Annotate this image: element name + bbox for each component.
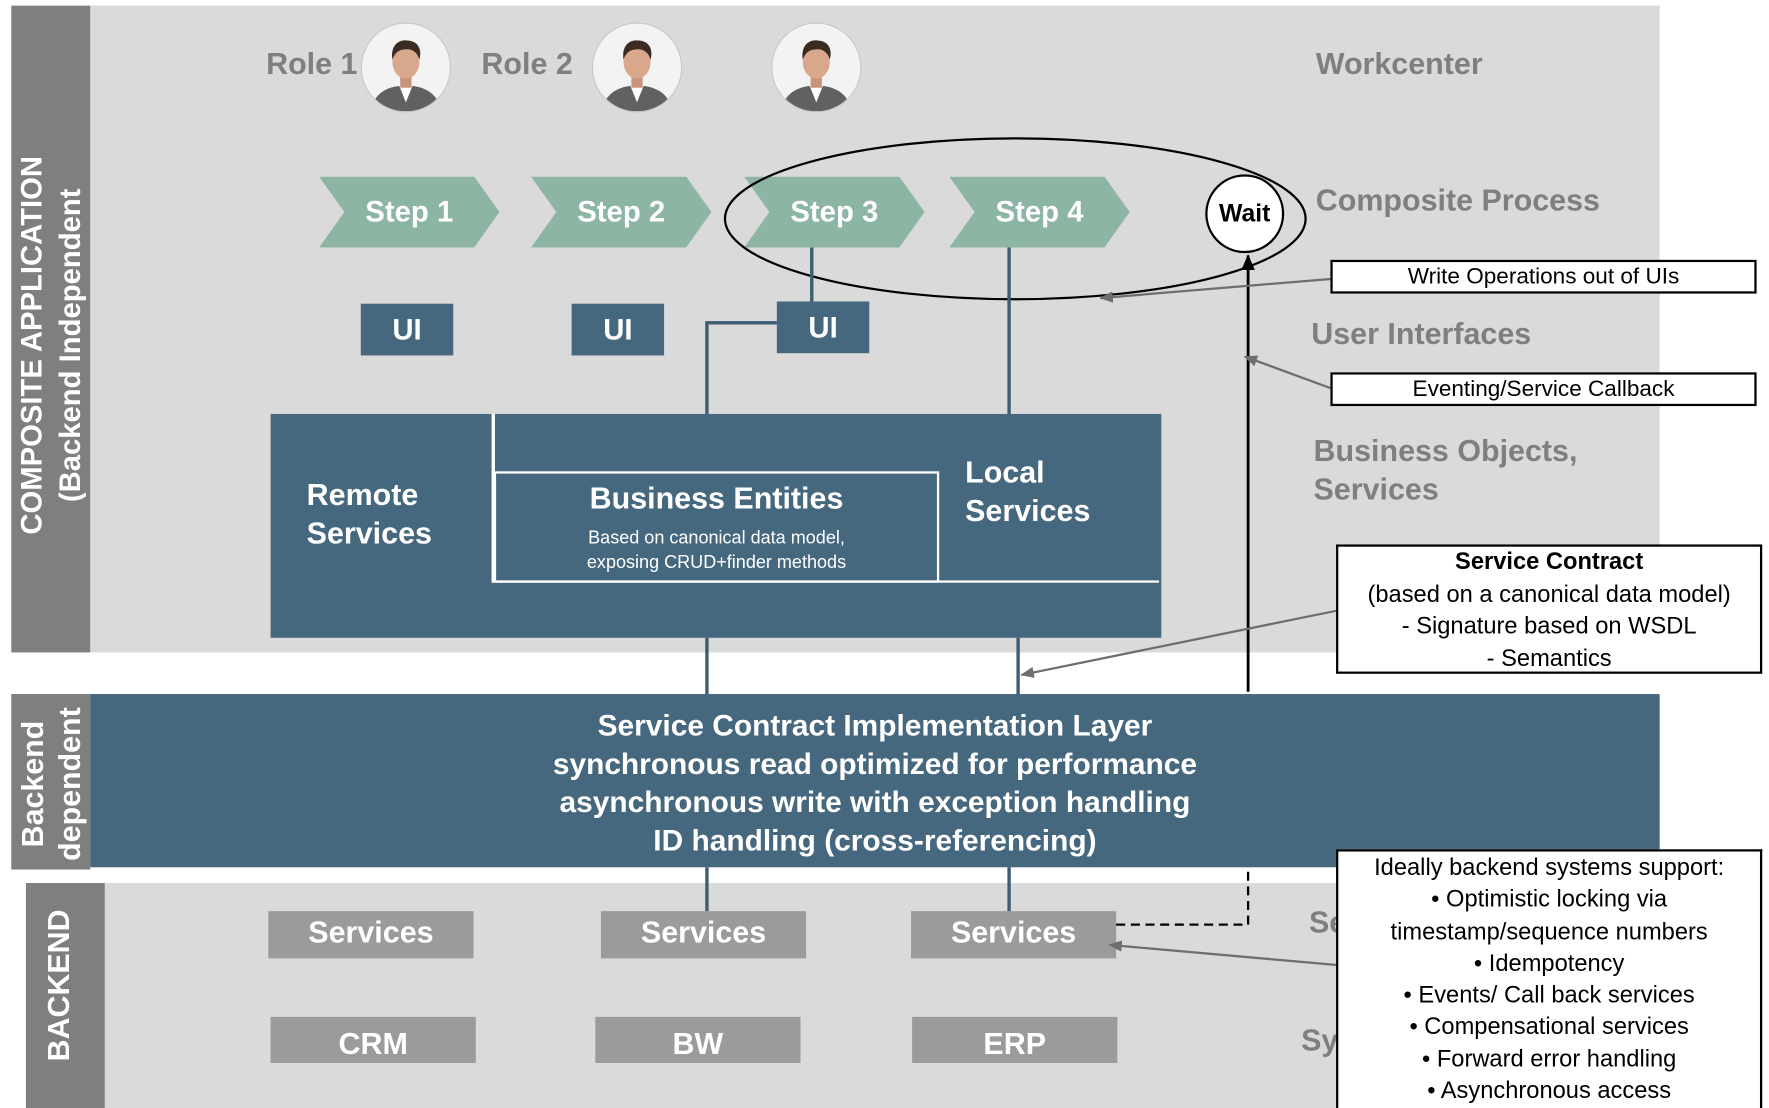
- business-objects-line-2: Services: [1313, 472, 1439, 507]
- implementation-layer-line-3: asynchronous write with exception handli…: [559, 785, 1191, 819]
- workcenter-label: Workcenter: [1315, 47, 1483, 81]
- backend-support-title: Ideally backend systems support:: [1374, 854, 1725, 881]
- local-services-line-2: Services: [965, 493, 1091, 528]
- process-step-4: Step 4: [949, 176, 1130, 248]
- wait-label: Wait: [1219, 199, 1271, 228]
- remote-services-divider: [491, 413, 495, 583]
- role-1-label: Role 1: [266, 47, 358, 81]
- business-objects-block: [270, 413, 1162, 638]
- write-operations-text: Write Operations out of UIs: [1407, 264, 1680, 290]
- business-entities-desc-line-2: exposing CRUD+finder methods: [586, 553, 847, 573]
- implementation-layer-band: [90, 694, 1660, 868]
- composite-application-title: COMPOSITE APPLICATION: [14, 156, 49, 535]
- avatar-role-2: [593, 23, 681, 112]
- business-entities-description: Based on canonical data model, exposing …: [496, 526, 937, 575]
- step-label: Step 3: [790, 194, 879, 229]
- wait-node: Wait: [1205, 174, 1285, 254]
- ui-label: UI: [808, 310, 838, 345]
- avatar-role-1: [361, 23, 450, 112]
- backend-dependent-line-1: Backend: [15, 720, 50, 848]
- business-objects-label: Business Objects, Services: [1314, 432, 1578, 508]
- backend-support-item: • Compensational services: [1409, 1014, 1689, 1040]
- eventing-text: Eventing/Service Callback: [1412, 376, 1675, 402]
- system-label: ERP: [983, 1027, 1047, 1061]
- step-label: Step 4: [995, 194, 1084, 229]
- system-box-bw: BW: [595, 1016, 801, 1064]
- ui-box-2: UI: [571, 303, 665, 356]
- backend-support-item: • Forward error handling: [1421, 1045, 1677, 1072]
- backend-dependent-line-2: dependent: [52, 707, 87, 861]
- local-services-label: Local Services: [965, 453, 1090, 529]
- services-label: Services: [950, 915, 1077, 950]
- backend-systems-partial-label: Sy: [1301, 1023, 1339, 1058]
- implementation-layer-line-4: ID handling (cross-referencing): [653, 823, 1097, 858]
- backend-support-item: timestamp/sequence numbers: [1390, 918, 1708, 945]
- composite-application-sidebar: [11, 5, 91, 653]
- backend-support-item: • Events/ Call back services: [1403, 982, 1695, 1009]
- backend-support-callout: Ideally backend systems support: • Optim…: [1336, 849, 1763, 1108]
- backend-services-box-1: Services: [268, 911, 474, 959]
- ui-box-3: UI: [776, 301, 870, 354]
- step-label: Step 2: [577, 194, 666, 229]
- local-services-line-1: Local: [965, 455, 1045, 490]
- backend-dependent-label: Backend dependent: [15, 694, 89, 874]
- service-contract-callout: Service Contract (based on a canonical d…: [1336, 544, 1763, 674]
- service-contract-line-2: - Signature based on WSDL: [1401, 613, 1697, 639]
- service-contract-title: Service Contract: [1455, 548, 1644, 575]
- system-box-crm: CRM: [270, 1016, 476, 1064]
- backend-services-box-2: Services: [600, 911, 807, 959]
- backend-label-text: BACKEND: [41, 909, 76, 1062]
- system-box-erp: ERP: [912, 1016, 1118, 1064]
- backend-dependent-sidebar: [11, 694, 91, 870]
- business-entities-box: Business Entities Based on canonical dat…: [493, 471, 940, 583]
- composite-application-label: COMPOSITE APPLICATION (Backend Independe…: [12, 87, 89, 604]
- backend-services-box-3: Services: [910, 911, 1117, 959]
- ui-box-1: UI: [360, 303, 454, 356]
- service-contract-line-3: - Semantics: [1486, 645, 1612, 671]
- system-label: BW: [672, 1027, 724, 1061]
- backend-sidebar: [25, 883, 105, 1108]
- business-entities-desc-line-1: Based on canonical data model,: [588, 528, 845, 548]
- remote-services-label: Remote Services: [307, 476, 432, 552]
- implementation-layer-text: Service Contract Implementation Layer sy…: [90, 694, 1659, 859]
- services-label: Services: [308, 915, 434, 950]
- role-2-label: Role 2: [481, 47, 573, 81]
- backend-support-item: • Idempotency: [1473, 950, 1625, 977]
- step-label: Step 1: [365, 194, 454, 229]
- services-label: Services: [640, 915, 767, 950]
- user-interfaces-label: User Interfaces: [1311, 317, 1532, 351]
- composite-process-label: Composite Process: [1315, 183, 1600, 218]
- ui-label: UI: [392, 312, 422, 347]
- backend-support-item: • Asynchronous access: [1427, 1077, 1672, 1104]
- implementation-layer-title: Service Contract Implementation Layer: [597, 708, 1153, 743]
- eventing-callout: Eventing/Service Callback: [1330, 372, 1757, 407]
- composite-application-subtitle: (Backend Independent: [52, 188, 87, 503]
- backend-support-item: • Optimistic locking via: [1431, 886, 1668, 913]
- backend-label: BACKEND: [39, 873, 77, 1098]
- remote-services-line-1: Remote: [306, 478, 419, 512]
- avatar-role-3: [772, 23, 861, 112]
- process-step-1: Step 1: [319, 176, 500, 248]
- ui-label: UI: [603, 312, 633, 347]
- business-entities-title: Business Entities: [589, 481, 844, 516]
- write-operations-callout: Write Operations out of UIs: [1330, 259, 1757, 294]
- process-step-2: Step 2: [531, 176, 712, 248]
- remote-services-line-2: Services: [306, 516, 432, 551]
- implementation-layer-line-2: synchronous read optimized for performan…: [552, 746, 1198, 781]
- business-objects-line-1: Business Objects,: [1313, 434, 1578, 468]
- process-step-3: Step 3: [744, 176, 925, 248]
- system-label: CRM: [338, 1027, 408, 1061]
- service-contract-line-1: (based on a canonical data model): [1367, 580, 1731, 607]
